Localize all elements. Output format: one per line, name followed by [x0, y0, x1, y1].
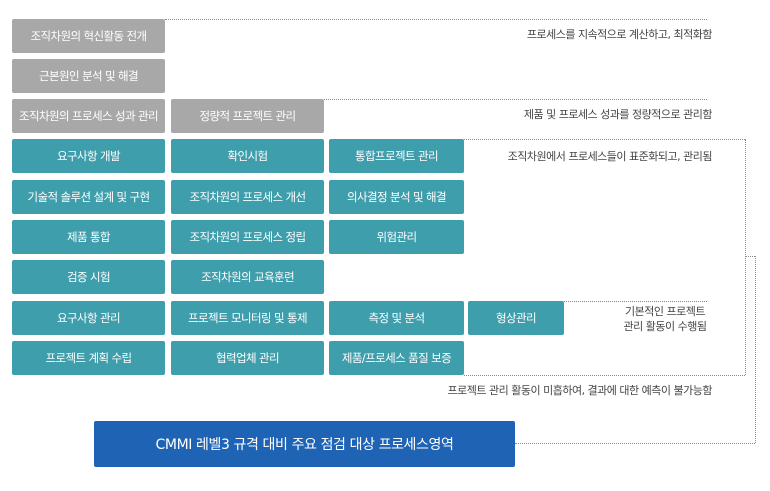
level5-divider [165, 19, 707, 20]
level3-bracket-vertical [745, 139, 746, 375]
title-connector-horizontal [515, 443, 755, 444]
process-area-box: 제품 통합 [12, 220, 165, 254]
process-area-box: 조직차원의 프로세스 성과 관리 [12, 99, 165, 133]
level3-note: 조직차원에서 프로세스들이 표준화되고, 관리됨 [507, 150, 713, 163]
level4-divider [324, 99, 707, 100]
process-area-box: 측정 및 분석 [329, 301, 464, 335]
level2-divider [564, 301, 707, 302]
process-area-box: 위험관리 [329, 220, 464, 254]
process-area-box: 조직차원의 프로세스 정립 [171, 220, 324, 254]
process-area-box: 조직차원의 프로세스 개선 [171, 180, 324, 214]
process-area-box: 확인시험 [171, 139, 324, 173]
process-area-box: 요구사항 개발 [12, 139, 165, 173]
level2-note-line2: 관리 활동이 수행됨 [623, 320, 707, 333]
process-area-box: 의사결정 분석 및 해결 [329, 180, 464, 214]
process-area-box: 요구사항 관리 [12, 301, 165, 335]
process-area-box: 조직차원의 교육훈련 [171, 260, 324, 294]
process-area-box: 정량적 프로젝트 관리 [171, 99, 324, 133]
title-connector-vertical [755, 256, 756, 443]
level1-note: 프로젝트 관리 활동이 미흡하여, 결과에 대한 예측이 불가능함 [447, 384, 713, 397]
diagram-title: CMMI 레벨3 규격 대비 주요 점검 대상 프로세스영역 [94, 421, 515, 467]
process-area-box: 프로젝트 계획 수립 [12, 341, 165, 375]
process-area-box: 프로젝트 모니터링 및 통제 [171, 301, 324, 335]
level3-divider [464, 139, 745, 140]
level2-bottom-divider [464, 375, 745, 376]
level5-note: 프로세스를 지속적으로 계산하고, 최적화함 [526, 28, 713, 41]
process-area-box: 근본원인 분석 및 해결 [12, 59, 165, 93]
level2-note-line1: 기본적인 프로젝트 [625, 305, 705, 318]
title-connector-stub [745, 256, 755, 257]
process-area-box: 제품/프로세스 품질 보증 [329, 341, 464, 375]
process-area-box: 기술적 솔루션 설계 및 구현 [12, 180, 165, 214]
level4-note: 제품 및 프로세스 성과를 정량적으로 관리함 [523, 108, 713, 121]
process-area-box: 조직차원의 혁신활동 전개 [12, 19, 165, 53]
process-area-box: 형상관리 [468, 301, 564, 335]
process-area-box: 협력업체 관리 [171, 341, 324, 375]
process-area-box: 검증 시험 [12, 260, 165, 294]
process-area-box: 통합프로젝트 관리 [329, 139, 464, 173]
